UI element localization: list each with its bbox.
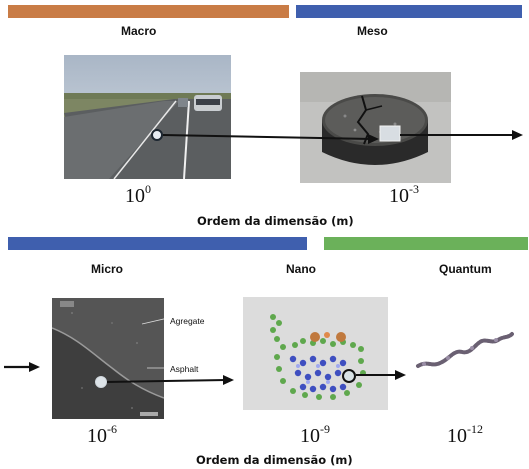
asphalt-annotation: Asphalt [170,364,199,374]
power-nano: 10-9 [300,422,330,447]
road-photo [64,55,231,179]
meso-label: Meso [357,24,388,38]
asphalt-specimen-photo [300,72,451,183]
nano-label: Nano [286,262,316,276]
macro-label: Macro [121,24,157,38]
micro-bar [8,237,307,250]
bottom-axis-label: Ordem da dimensão (m) [196,453,353,467]
meso-bar [296,5,522,18]
agregate-annotation: Agregate [170,316,205,326]
top-arrows [162,130,523,144]
power-quantum: 10-12 [447,422,483,447]
quantum-molecule [416,332,514,368]
micro-marker-dot [95,376,107,388]
top-axis-label: Ordem da dimensão (m) [197,214,354,228]
power-macro: 100 [125,182,151,207]
bottom-arrows [4,362,406,385]
macro-marker-dot [151,129,163,141]
power-micro: 10-6 [87,422,117,447]
macro-bar [8,5,289,18]
nano-marker-dot [342,369,356,383]
quantum-label: Quantum [439,262,492,276]
nano-molecular-model [243,297,388,410]
quantum-bar [324,237,528,250]
sem-micrograph [52,298,164,419]
micro-label: Micro [91,262,124,276]
power-meso: 10-3 [389,182,419,207]
